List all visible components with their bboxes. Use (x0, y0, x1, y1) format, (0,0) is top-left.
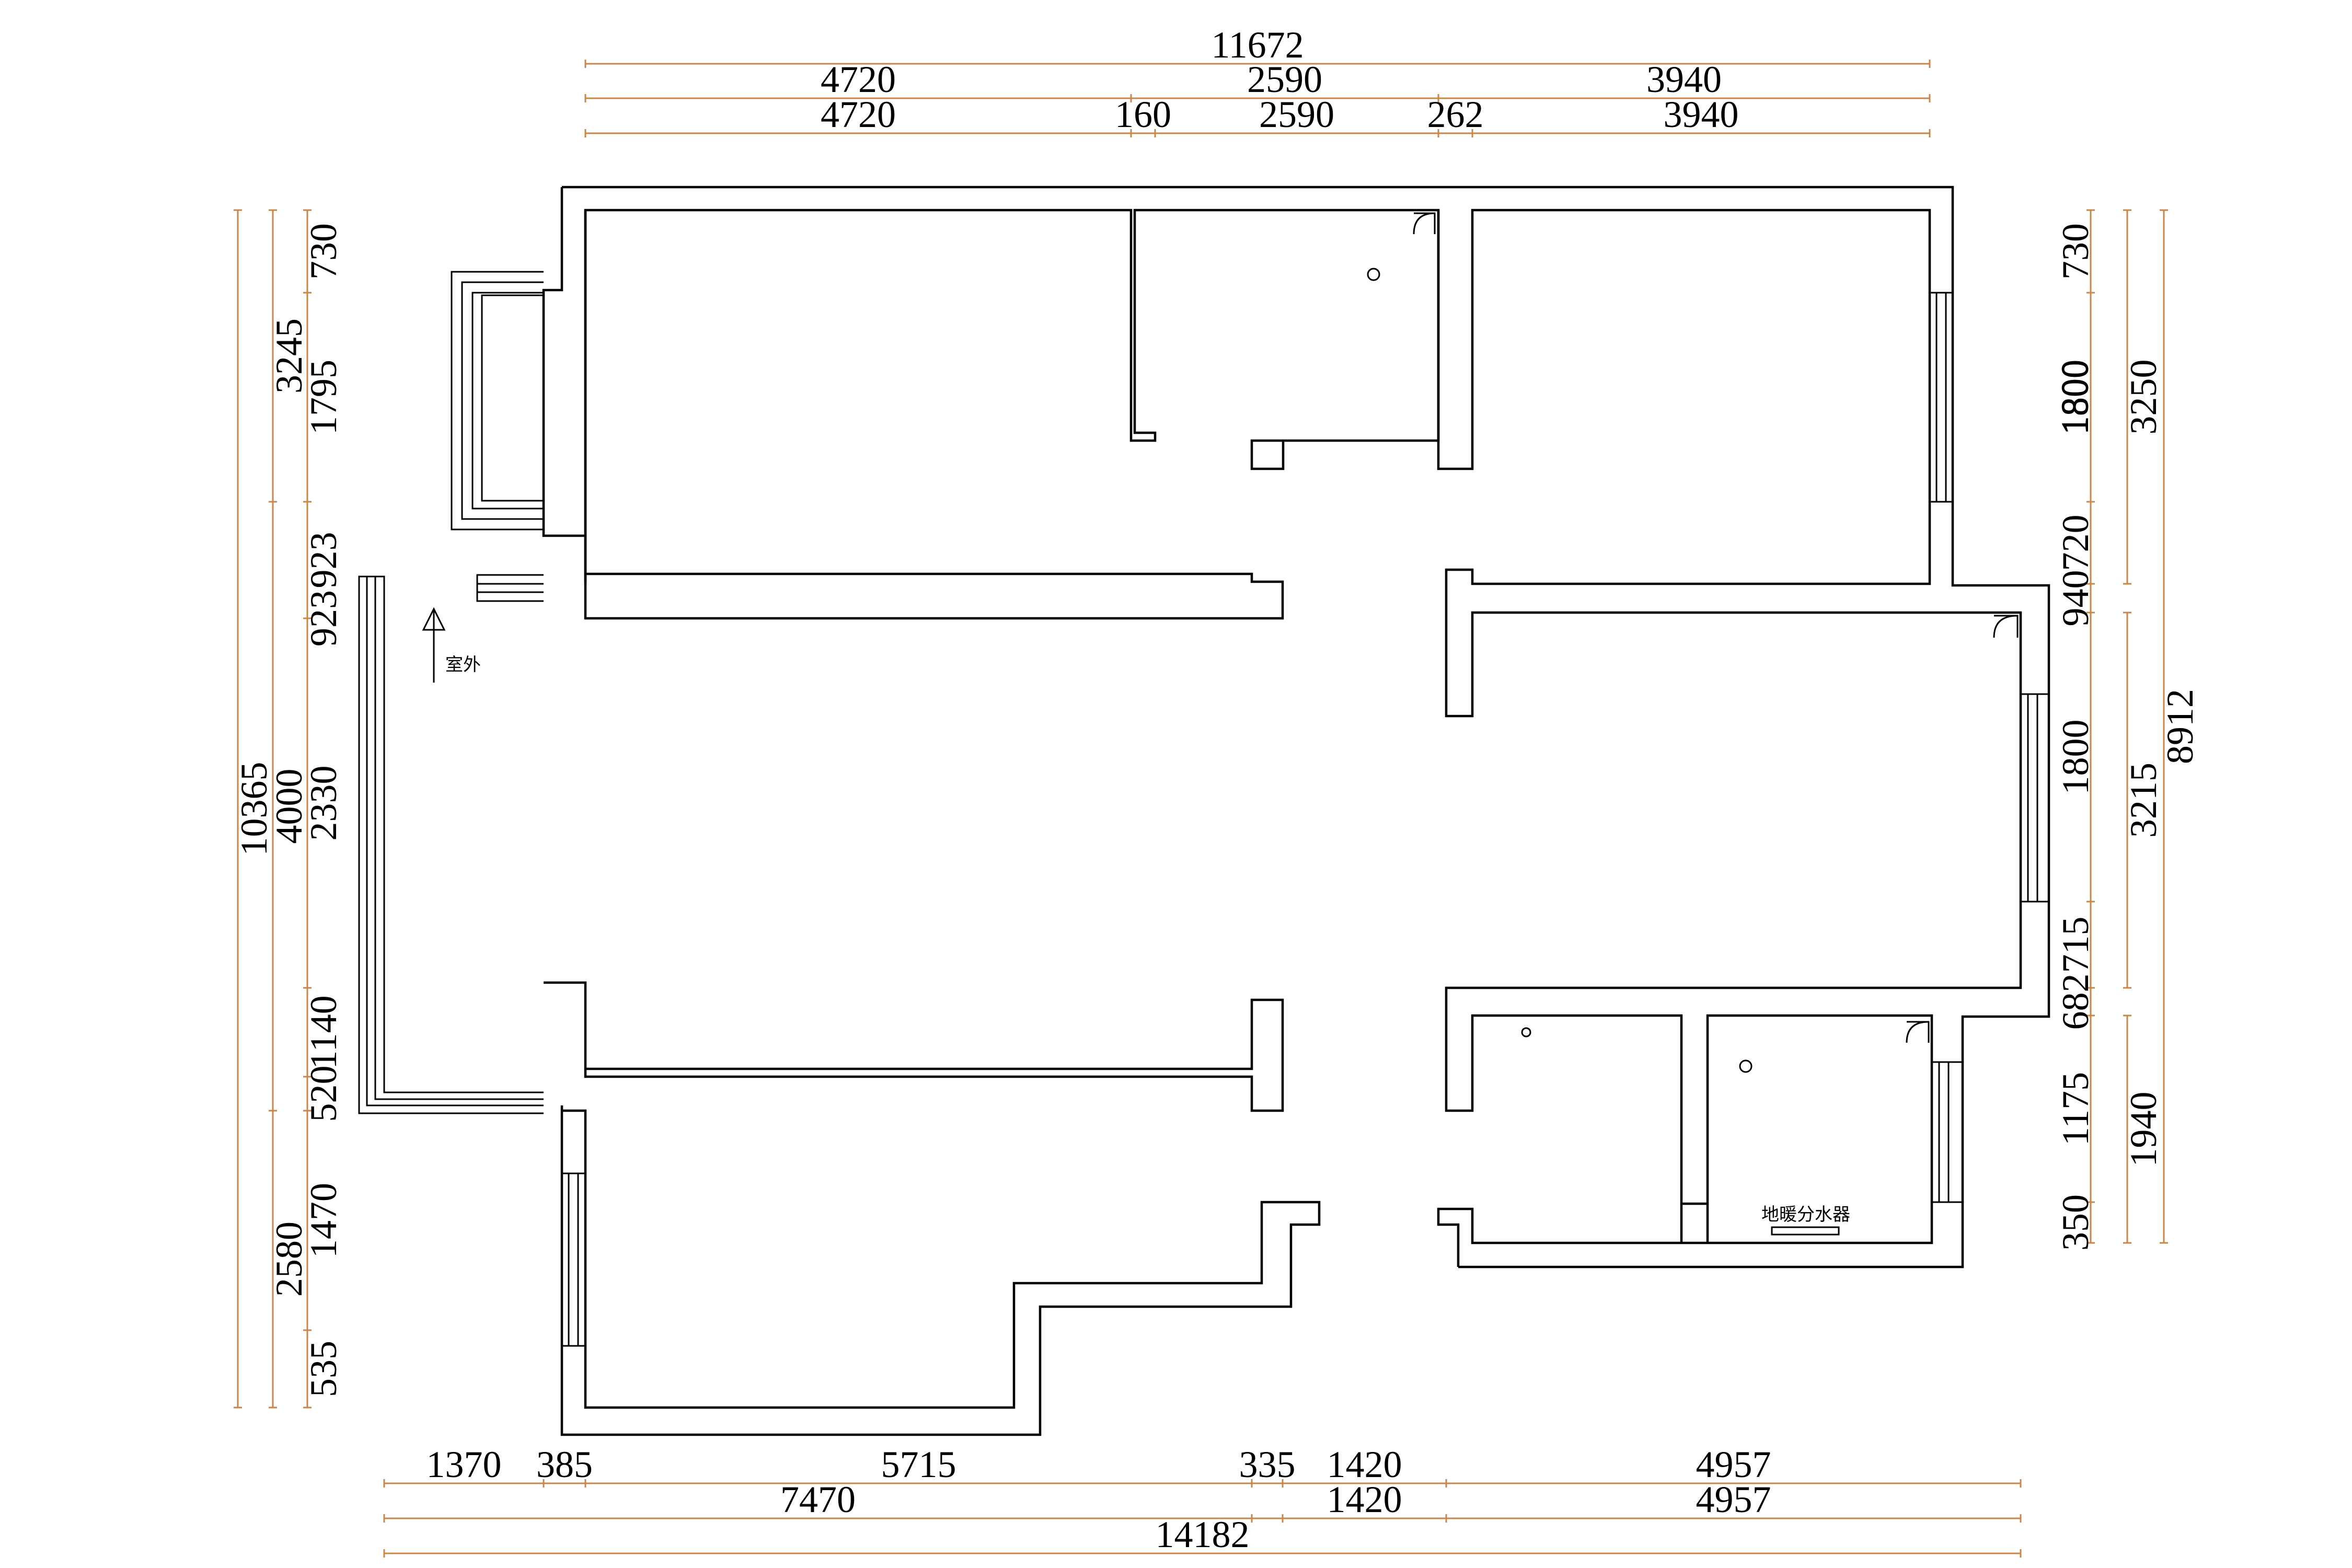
dim-right-mid-2-label-0: 1940 (2123, 1092, 2164, 1167)
manifold-label: 地暖分水器 (1761, 1204, 1850, 1225)
outdoor-arrow (422, 607, 446, 683)
dim-top-row2-label-2: 2590 (1259, 94, 1334, 135)
dim-left-inner-label-0: 730 (303, 223, 344, 280)
dim-left-inner-label-1: 1795 (303, 360, 344, 435)
entry-steps (476, 574, 544, 602)
dim-left-mid-label-2: 2580 (268, 1221, 310, 1297)
dim-left-inner-label-4: 2330 (303, 766, 344, 841)
balcony-left (358, 575, 544, 1114)
outer-wall-top-inner (584, 209, 2022, 1267)
dim-right-inner-label-8: 350 (2055, 1194, 2096, 1251)
dim-right-inner-label-1: 1800 (2055, 360, 2096, 435)
dim-left-inner-label-2: 923 (303, 532, 344, 589)
window-bath-right (1932, 1061, 1963, 1203)
dim-bottom-total-label-0: 14182 (1156, 1514, 1250, 1555)
dim-right-inner-label-6: 682 (2055, 974, 2096, 1030)
dim-top-row1-label-1: 2590 (1247, 59, 1322, 100)
dim-right-total-label-0: 8912 (2159, 689, 2201, 764)
dim-top-row2-label-1: 160 (1115, 94, 1171, 135)
window-living-right (2021, 693, 2049, 903)
dim-bottom-row1-label-4: 1420 (1327, 1444, 1402, 1485)
dim-right-overlap-label: 1800 (2054, 360, 2095, 435)
dim-bottom-row1-label-2: 5715 (881, 1444, 956, 1485)
drain-bath-left (1521, 1027, 1531, 1037)
dim-left-inner-label-6: 520 (303, 1066, 344, 1122)
dim-right-inner-label-4: 1800 (2055, 720, 2096, 795)
dim-top-row2-label-0: 4720 (821, 94, 896, 135)
dim-left-inner-label-8: 535 (303, 1341, 344, 1397)
dim-top-row1-label-0: 4720 (821, 59, 896, 100)
shaft-right (1993, 615, 2019, 638)
dim-right-inner-label-5: 715 (2055, 917, 2096, 973)
dim-top-total-label-0: 11672 (1211, 24, 1304, 66)
manifold-box (1771, 1226, 1840, 1236)
dim-left-total-label-0: 10365 (233, 762, 275, 856)
dim-bottom-row1-label-1: 385 (536, 1444, 593, 1485)
dim-left-inner-label-3: 923 (303, 590, 344, 647)
bay-window (451, 271, 544, 531)
dim-top-row1-label-2: 3940 (1646, 59, 1722, 100)
outer-wall-top-line (562, 186, 2050, 1269)
bedroom-bottom-wall (560, 1105, 1321, 1436)
dim-left-inner-label-7: 1470 (303, 1183, 344, 1258)
dim-right-mid-1-label-0: 3215 (2123, 763, 2164, 838)
dim-top-row2-label-3: 262 (1427, 94, 1484, 135)
dim-left-inner-label-5: 1140 (303, 995, 344, 1069)
dimension-lines: 11672 4720 2590 3940 4720 160 2590 262 3940 10365… (233, 24, 2201, 1558)
drain-bath-right (1739, 1059, 1753, 1073)
dim-bottom-row2-label-2: 1420 (1327, 1479, 1402, 1520)
shaft-topmid (1413, 212, 1436, 235)
living-left-wall (544, 981, 1284, 1112)
drain-topmid (1367, 268, 1380, 281)
dim-right-mid-0-label-0: 3250 (2123, 360, 2164, 435)
dim-bottom-row1-label-0: 1370 (426, 1444, 502, 1485)
outer-wall-top (542, 187, 1440, 620)
dim-bottom-row1-label-3: 335 (1239, 1444, 1296, 1485)
dim-right-inner-label-0: 730 (2055, 223, 2096, 280)
walls (358, 186, 2050, 1436)
dim-top-row2-label-4: 3940 (1664, 94, 1739, 135)
dim-left-mid-label-1: 4000 (268, 769, 310, 844)
outdoor-label: 室外 (445, 654, 481, 675)
bay-window-inner (481, 294, 545, 502)
dim-right-inner-label-3: 940 (2055, 570, 2096, 627)
dim-bottom-row2-label-0: 7470 (780, 1479, 856, 1520)
dim-bottom-row2-label-3: 4957 (1696, 1479, 1771, 1520)
window-top-right (1930, 292, 1953, 503)
dim-left-mid-label-0: 3245 (268, 318, 310, 394)
window-bedroom-left (562, 1172, 585, 1347)
dim-bottom-row1-label-5: 4957 (1696, 1444, 1771, 1485)
dim-right-inner-label-2: 720 (2055, 515, 2096, 571)
shaft-bath (1906, 1021, 1930, 1043)
dim-right-inner-label-7: 1175 (2055, 1072, 2096, 1146)
